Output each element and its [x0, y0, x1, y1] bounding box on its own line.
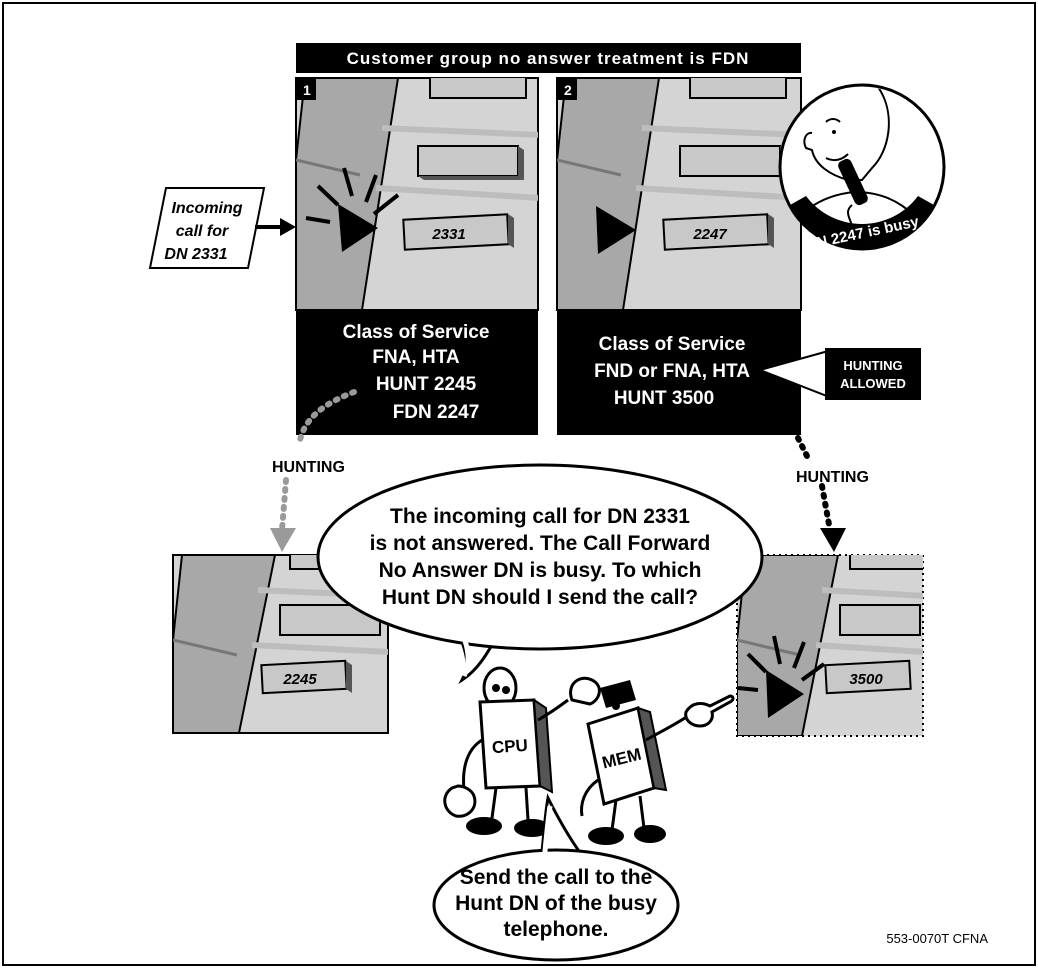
- cos2-line3: HUNT 3500: [614, 388, 714, 409]
- cos1-line3: HUNT 2245: [376, 374, 477, 395]
- phone-hunt-3500: 3500: [736, 554, 924, 737]
- speech-top-line4: Hunt DN should I send the call?: [382, 586, 698, 609]
- speech-top-line1: The incoming call for DN 2331: [390, 505, 690, 528]
- incoming-line2: call for: [176, 223, 229, 240]
- cos2-line2: FND or FNA, HTA: [594, 361, 750, 382]
- panel-2-key-label: 2247: [692, 226, 727, 243]
- phone-handset-icon: [838, 158, 868, 206]
- hunting-left-arrow-icon: [270, 528, 296, 552]
- mem-pointing-hand-icon: [684, 694, 735, 728]
- incoming-line1: Incoming: [171, 200, 242, 217]
- speech-bottom-line3: telephone.: [503, 918, 608, 941]
- cpu-shoe-icon: [466, 817, 502, 835]
- hunting-left-label: HUNTING: [272, 459, 345, 476]
- panel-1-key-label: 2331: [431, 226, 465, 243]
- cpu-character: CPU: [443, 666, 569, 837]
- speech-top-line2: is not answered. The Call Forward: [370, 532, 711, 555]
- cpu-hand-icon: [443, 784, 477, 818]
- figure-id: 553-0070T CFNA: [886, 931, 988, 946]
- cos2-line1: Class of Service: [599, 334, 746, 355]
- speech-bottom-line2: Hunt DN of the busy: [455, 892, 657, 915]
- cpu-label: CPU: [491, 736, 528, 757]
- panel-1-key: 2331: [402, 213, 514, 251]
- banner-text: Customer group no answer treatment is FD…: [347, 49, 750, 68]
- hunting-path-left: HUNTING: [270, 389, 357, 552]
- speech-bubble-mem: Send the call to the Hunt DN of the busy…: [432, 793, 680, 962]
- hunting-allowed-line2: ALLOWED: [840, 376, 906, 391]
- speech-top-line3: No Answer DN is busy. To which: [379, 559, 702, 582]
- banner: Customer group no answer treatment is FD…: [296, 43, 801, 73]
- speech-bottom-line1: Send the call to the: [460, 866, 653, 889]
- ringing-indicator-right-icon: [737, 635, 826, 718]
- cpu-shoe-icon-2: [514, 819, 550, 837]
- panel-2: 2247 2: [556, 77, 802, 311]
- busy-person-badge: DN 2247 is busy: [778, 83, 946, 254]
- mem-shoe-icon-2: [634, 825, 666, 843]
- cos1-line2: FNA, HTA: [372, 347, 460, 368]
- phone-right-key-label: 3500: [849, 671, 883, 688]
- hunting-allowed-tag: HUNTING ALLOWED: [825, 348, 921, 400]
- cos1-line1: Class of Service: [343, 322, 490, 343]
- panel-2-number: 2: [564, 82, 572, 98]
- hunting-allowed-line1: HUNTING: [843, 358, 902, 373]
- panel-1-class-of-service: Class of Service FNA, HTA HUNT 2245 FDN …: [296, 310, 538, 435]
- mem-shoe-icon: [588, 827, 624, 845]
- mem-character: MEM: [569, 676, 735, 845]
- incoming-call-label: Incoming call for DN 2331: [148, 187, 296, 269]
- panel-2-key: 2247: [662, 213, 774, 251]
- phone-left-key-label: 2245: [282, 671, 317, 688]
- hunting-right-arrow-icon: [820, 528, 846, 552]
- panel-1: 2331 1: [295, 77, 539, 311]
- incoming-line3: DN 2331: [164, 246, 227, 263]
- indicator-icon: [596, 206, 636, 254]
- speech-bubble-cpu: The incoming call for DN 2331 is not ans…: [316, 463, 764, 685]
- cos1-line4: FDN 2247: [393, 402, 480, 423]
- ringing-indicator-icon: [305, 167, 400, 252]
- hunting-path-right: HUNTING: [795, 435, 869, 552]
- panel-2-class-of-service: Class of Service FND or FNA, HTA HUNT 35…: [557, 310, 833, 435]
- panel-1-number: 1: [303, 82, 311, 98]
- hunting-right-label: HUNTING: [796, 469, 869, 486]
